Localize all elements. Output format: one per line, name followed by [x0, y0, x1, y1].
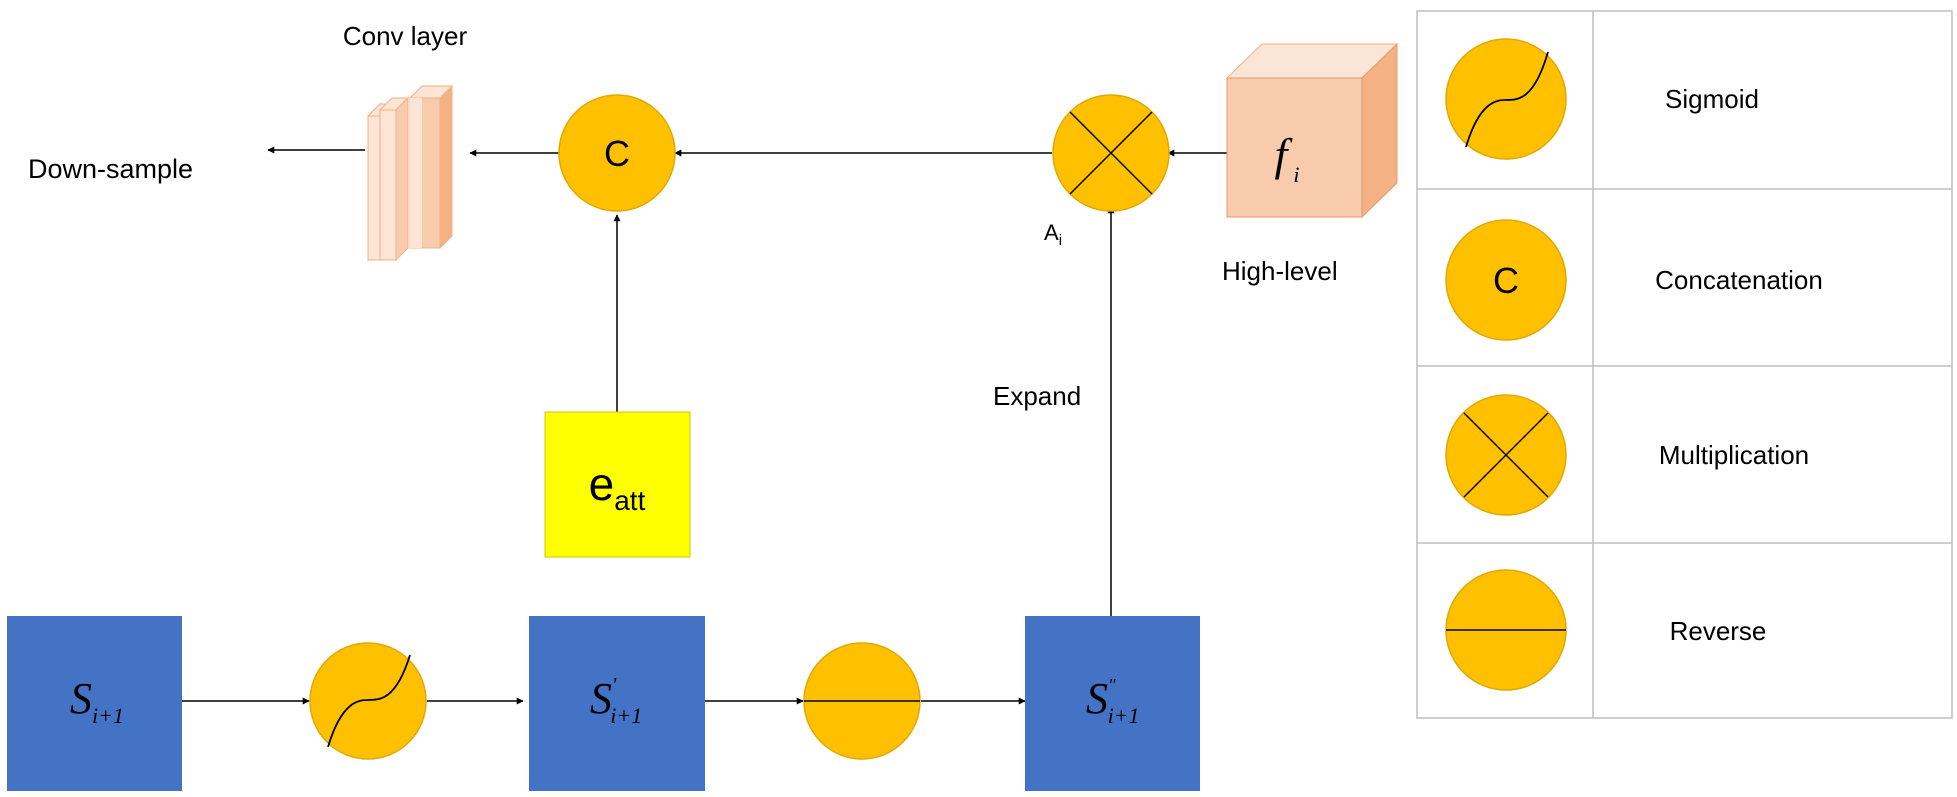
legend-label-sigmoid: Sigmoid [1665, 84, 1759, 114]
connectors [182, 146, 1227, 705]
high-level-label: High-level [1222, 256, 1338, 286]
map-s-double-prime-superscript: " [1108, 675, 1116, 695]
attention-base: A [1044, 220, 1059, 245]
map-s: Si+1 [7, 616, 182, 791]
sigmoid-operator [309, 642, 427, 760]
map-s-double-prime-label: S" i+1 [1086, 674, 1140, 728]
conv-slab-middle [378, 96, 410, 262]
multiply-operator [1052, 94, 1170, 212]
e-att-box: eatt [544, 411, 691, 558]
expand-label: Expand [993, 381, 1081, 411]
concatenation-icon: C [1445, 219, 1567, 341]
concatenation-icon-symbol: C [1493, 260, 1519, 301]
map-s-prime-superscript: ' [612, 674, 617, 696]
legend-label-multiplication: Multiplication [1659, 440, 1809, 470]
legend-label-reverse: Reverse [1670, 616, 1767, 646]
map-s-double-prime: S" i+1 [1025, 616, 1200, 791]
e-att-label: eatt [589, 458, 646, 516]
map-s-base: S [70, 674, 92, 723]
map-s-double-prime-base: S [1086, 674, 1108, 723]
legend-row-sigmoid: Sigmoid [1445, 38, 1759, 160]
concat-symbol: C [604, 133, 630, 174]
map-s-prime-label: S' i+1 [590, 674, 642, 728]
sigmoid-icon [1445, 38, 1567, 160]
concat-operator: C [558, 94, 676, 212]
legend-row-concatenation: C Concatenation [1445, 219, 1823, 341]
legend-label-concatenation: Concatenation [1655, 265, 1823, 295]
map-s-prime: S' i+1 [529, 616, 705, 791]
legend-row-multiplication: Multiplication [1445, 394, 1809, 516]
legend: Sigmoid C Concatenation Multiplication R… [1416, 10, 1953, 719]
reverse-icon [1445, 569, 1567, 691]
map-s-label: Si+1 [70, 674, 124, 728]
conv-layer-label: Conv layer [343, 21, 468, 51]
reverse-operator [803, 642, 921, 760]
attention-subscript: i [1059, 232, 1062, 249]
map-s-subscript: i+1 [92, 703, 124, 728]
attention-label: Ai [1044, 220, 1062, 249]
map-s-prime-base: S [590, 674, 612, 723]
map-s-prime-subscript: i+1 [610, 703, 642, 728]
e-att-subscript: att [614, 485, 645, 516]
legend-row-reverse: Reverse [1445, 569, 1767, 691]
conv-slab-front [408, 84, 454, 250]
e-att-base: e [589, 458, 615, 510]
feature-subscript: i [1293, 162, 1299, 187]
down-sample-label: Down-sample [28, 154, 193, 184]
map-s-double-prime-subscript: i+1 [1108, 703, 1140, 728]
conv-layer: Conv layer [343, 21, 468, 262]
multiplication-icon [1445, 394, 1567, 516]
